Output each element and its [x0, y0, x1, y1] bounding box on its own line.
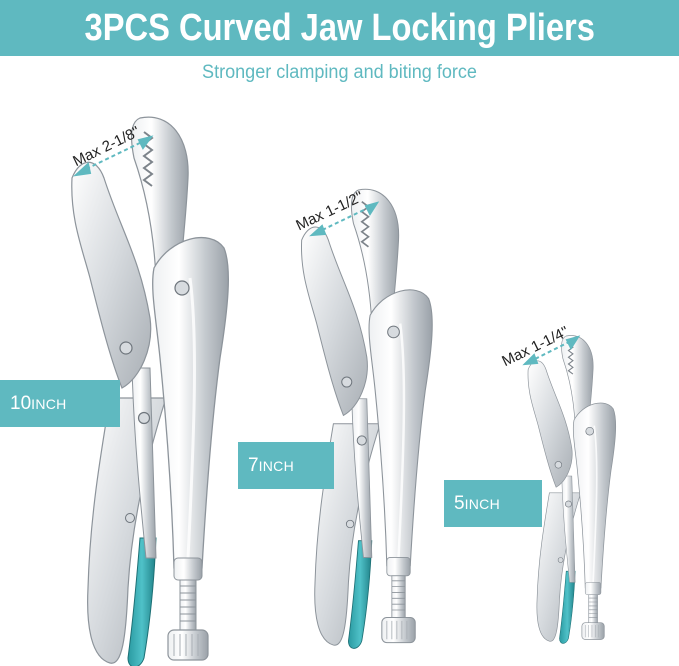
size-unit: INCH: [464, 495, 500, 512]
capacity-line-5: [522, 335, 581, 366]
size-number: 5: [454, 492, 465, 514]
capacity-line-10: [72, 135, 154, 177]
plier-7-inch: [300, 188, 434, 650]
size-unit: INCH: [31, 395, 67, 412]
page-title: 3PCS Curved Jaw Locking Pliers: [84, 6, 595, 49]
subtitle: Stronger clamping and biting force: [202, 62, 477, 83]
title-banner: 3PCS Curved Jaw Locking Pliers: [0, 0, 679, 56]
size-unit: INCH: [258, 457, 294, 474]
size-number: 10: [10, 392, 32, 414]
size-number: 7: [248, 454, 259, 476]
capacity-line-7: [309, 201, 380, 237]
